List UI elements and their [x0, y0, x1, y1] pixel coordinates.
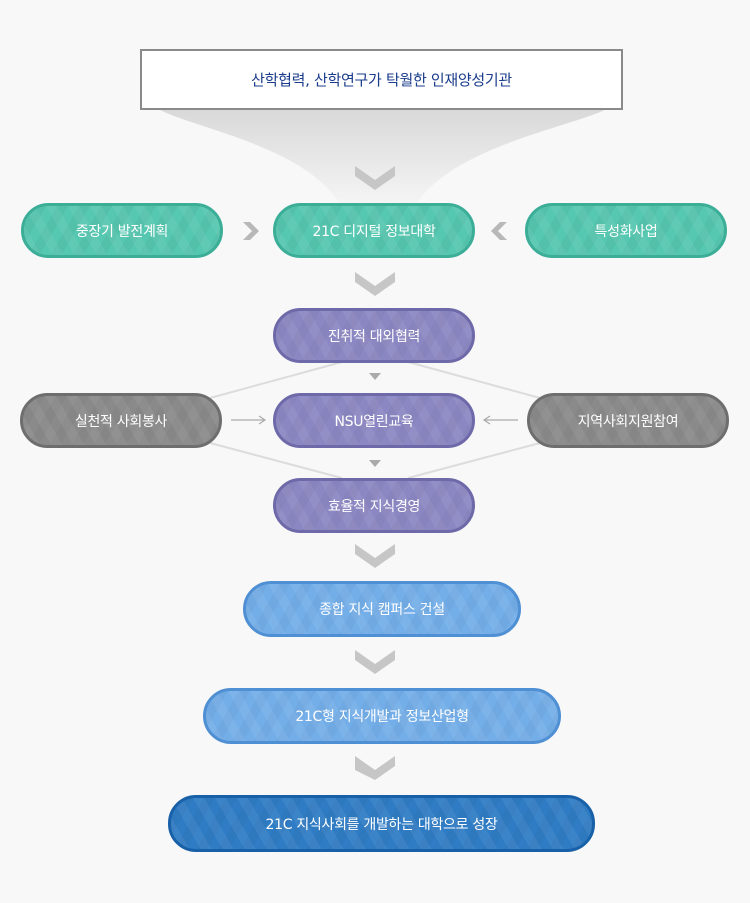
- node-specialization: 특성화사업: [525, 203, 727, 258]
- node-social-service: 실천적 사회봉사: [20, 393, 222, 448]
- node-knowledge-campus: 종합 지식 캠퍼스 건설: [243, 581, 521, 637]
- row1-chevrons: [243, 222, 507, 240]
- node-knowledge-management-label: 효율적 지식경영: [327, 498, 421, 515]
- small-triangles: [369, 373, 381, 467]
- node-external-cooperation-label: 진취적 대외협력: [327, 328, 421, 345]
- node-external-cooperation: 진취적 대외협력: [273, 308, 475, 363]
- node-specialization-label: 특성화사업: [594, 223, 658, 240]
- node-long-term-plan: 중장기 발전계획: [21, 203, 223, 258]
- node-university-growth-label: 21C 지식사회를 개발하는 대학으로 성장: [265, 816, 498, 833]
- node-digital-info-univ: 21C 디지털 정보대학: [273, 203, 475, 258]
- node-community-support: 지역사회지원참여: [527, 393, 729, 448]
- node-long-term-plan-label: 중장기 발전계획: [75, 223, 169, 240]
- top-goal-label: 산학협력, 산학연구가 탁월한 인재양성기관: [251, 71, 512, 89]
- connector-lines: [209, 361, 541, 479]
- funnel-shape: [160, 110, 605, 215]
- node-open-education: NSU열린교육: [273, 393, 475, 448]
- node-knowledge-campus-label: 종합 지식 캠퍼스 건설: [319, 602, 445, 618]
- node-university-growth: 21C 지식사회를 개발하는 대학으로 성장: [168, 795, 595, 852]
- node-knowledge-management: 효율적 지식경영: [273, 478, 475, 533]
- node-community-support-label: 지역사회지원참여: [577, 413, 679, 430]
- node-social-service-label: 실천적 사회봉사: [74, 413, 168, 430]
- top-goal-box: 산학협력, 산학연구가 탁월한 인재양성기관: [140, 49, 623, 110]
- node-knowledge-dev-industry: 21C형 지식개발과 정보산업형: [203, 688, 561, 744]
- node-digital-info-univ-label: 21C 디지털 정보대학: [312, 223, 436, 240]
- side-arrows: [231, 415, 518, 425]
- node-open-education-label: NSU열린교육: [334, 413, 414, 430]
- down-chevrons: [355, 166, 395, 780]
- node-knowledge-dev-industry-label: 21C형 지식개발과 정보산업형: [295, 709, 469, 725]
